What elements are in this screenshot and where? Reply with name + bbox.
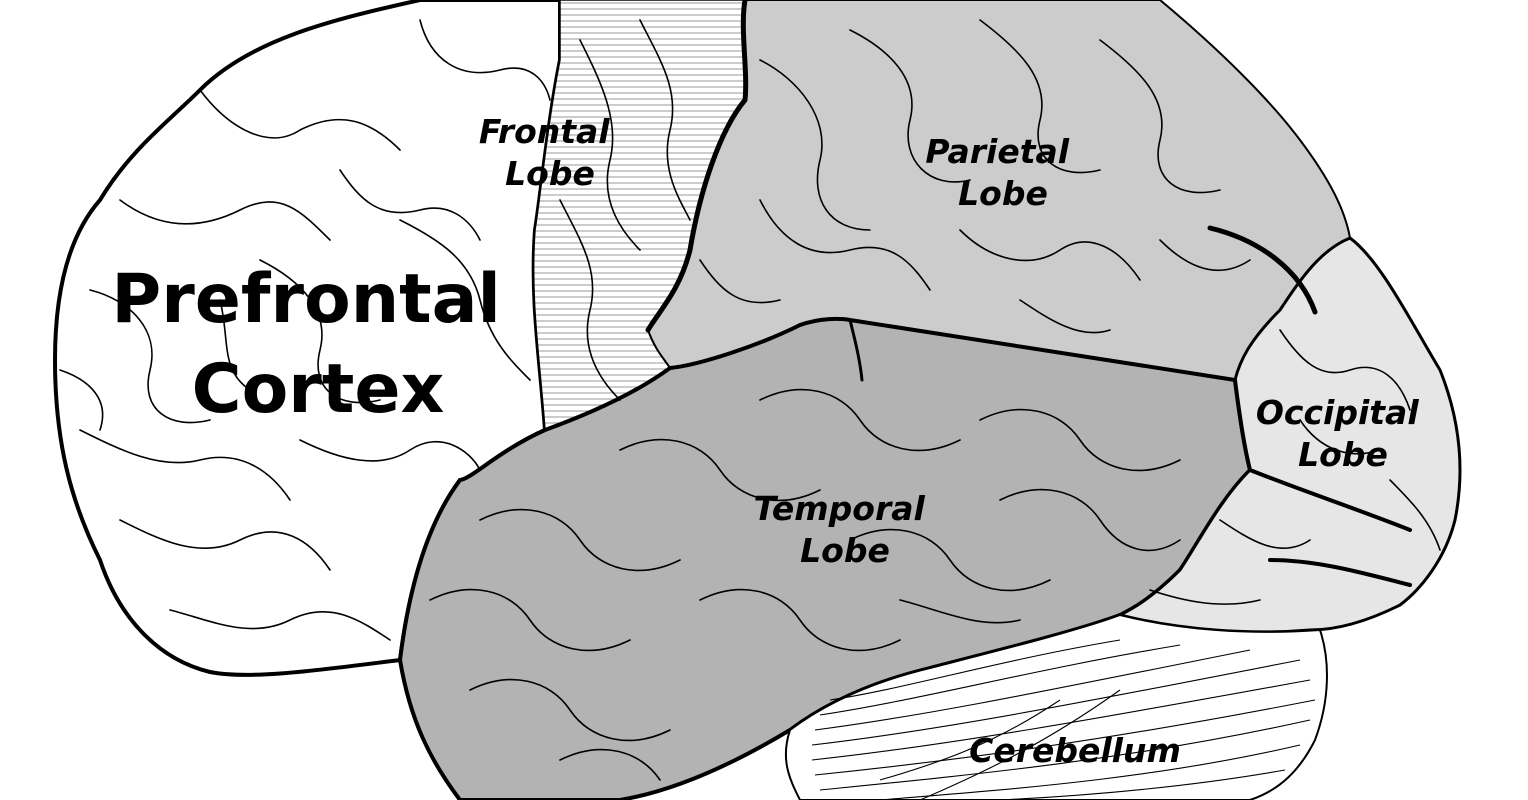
cerebellum-folia: [811, 639, 1316, 800]
prefrontal-label-line2: Cortex: [192, 350, 445, 429]
major-sulci: [645, 0, 1412, 587]
temporal-label-line2: Lobe: [800, 531, 890, 570]
frontal-label-line2: Lobe: [505, 154, 595, 193]
occipital-label-line2: Lobe: [1298, 435, 1388, 474]
parietal-lobe-label: Parietal Lobe: [925, 132, 1080, 213]
cerebellum-label: Cerebellum: [969, 731, 1181, 770]
gyri-lines: [59, 19, 1441, 781]
parietal-label-line1: Parietal: [925, 132, 1069, 171]
parietal-label-line2: Lobe: [958, 174, 1048, 213]
frontal-lobe-label: Frontal Lobe: [479, 112, 621, 193]
parietal-temporal-boundary: [849, 319, 1236, 381]
prefrontal-label-line1: Prefrontal: [111, 260, 500, 339]
occipital-lobe-label: Occipital Lobe: [1256, 393, 1430, 474]
temporal-lobe-label: Temporal Lobe: [754, 489, 937, 570]
frontal-label-line1: Frontal: [479, 112, 610, 151]
occipital-label-line1: Occipital: [1256, 393, 1419, 432]
temporal-label-line1: Temporal: [754, 489, 926, 528]
prefrontal-cortex-label: Prefrontal Cortex: [111, 260, 524, 429]
